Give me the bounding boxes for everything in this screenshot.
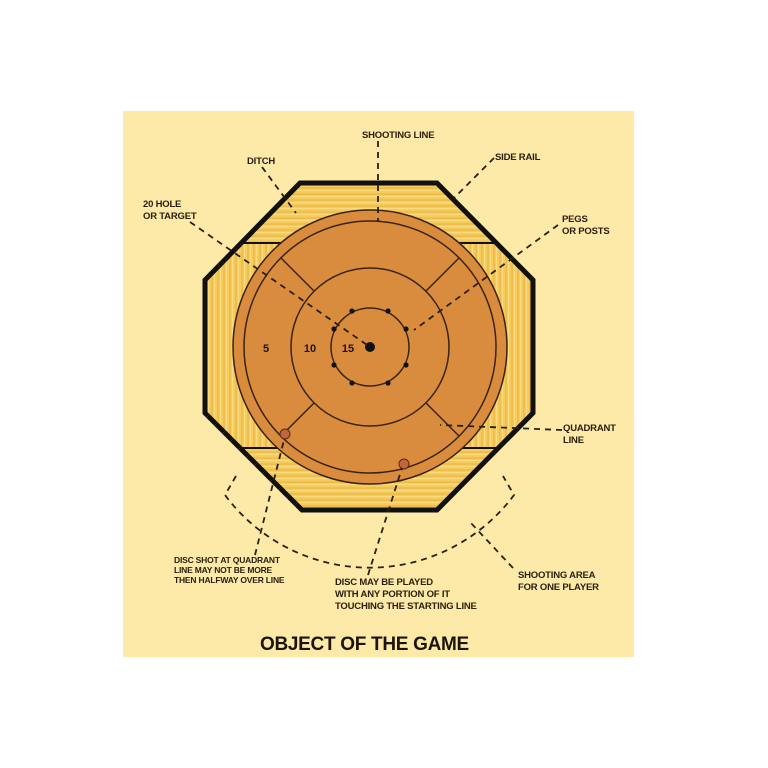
quadrant-lines xyxy=(280,257,460,437)
label-quadrant-line1: QUADRANT xyxy=(563,423,616,434)
label-disc-quadrant-1: DISC SHOT AT QUADRANT xyxy=(174,555,281,565)
label-hole-line1: 20 HOLE xyxy=(143,199,181,210)
ring-label-5: 5 xyxy=(263,343,269,355)
label-hole-line2: OR TARGET xyxy=(143,211,197,222)
label-disc-quadrant-3: THEN HALFWAY OVER LINE xyxy=(174,575,285,585)
label-shooting-line: SHOOTING LINE xyxy=(362,130,434,141)
label-ditch: DITCH xyxy=(247,156,275,167)
label-side-rail: SIDE RAIL xyxy=(495,152,541,163)
ring-10-circle xyxy=(290,267,450,427)
pegs xyxy=(331,308,409,386)
label-shooting-area-2: FOR ONE PLAYER xyxy=(518,582,599,593)
octagon-rail-outline xyxy=(202,180,536,513)
leader-lines xyxy=(189,141,563,576)
ring-label-15: 15 xyxy=(342,343,354,355)
label-disc-starting-3: TOUCHING THE STARTING LINE xyxy=(335,601,477,612)
shooting-area-arc xyxy=(223,475,516,569)
diagram-title: OBJECT OF THE GAME xyxy=(260,634,469,655)
label-disc-quadrant-2: LINE MAY NOT BE MORE xyxy=(174,565,273,575)
ring-label-10: 10 xyxy=(304,343,316,355)
label-pegs-line1: PEGS xyxy=(562,214,588,225)
label-pegs-line2: OR POSTS xyxy=(562,226,610,237)
disc-starting-line xyxy=(398,458,410,470)
ring-15-circle xyxy=(330,307,410,387)
label-disc-starting-2: WITH ANY PORTION OF IT xyxy=(335,589,450,600)
label-quadrant-line2: LINE xyxy=(563,435,584,446)
label-shooting-area-1: SHOOTING AREA xyxy=(518,570,596,581)
center-hole-20 xyxy=(365,342,375,352)
disc-quadrant xyxy=(279,428,291,440)
label-disc-starting-1: DISC MAY BE PLAYED xyxy=(335,577,433,588)
ditch-line xyxy=(243,220,497,474)
